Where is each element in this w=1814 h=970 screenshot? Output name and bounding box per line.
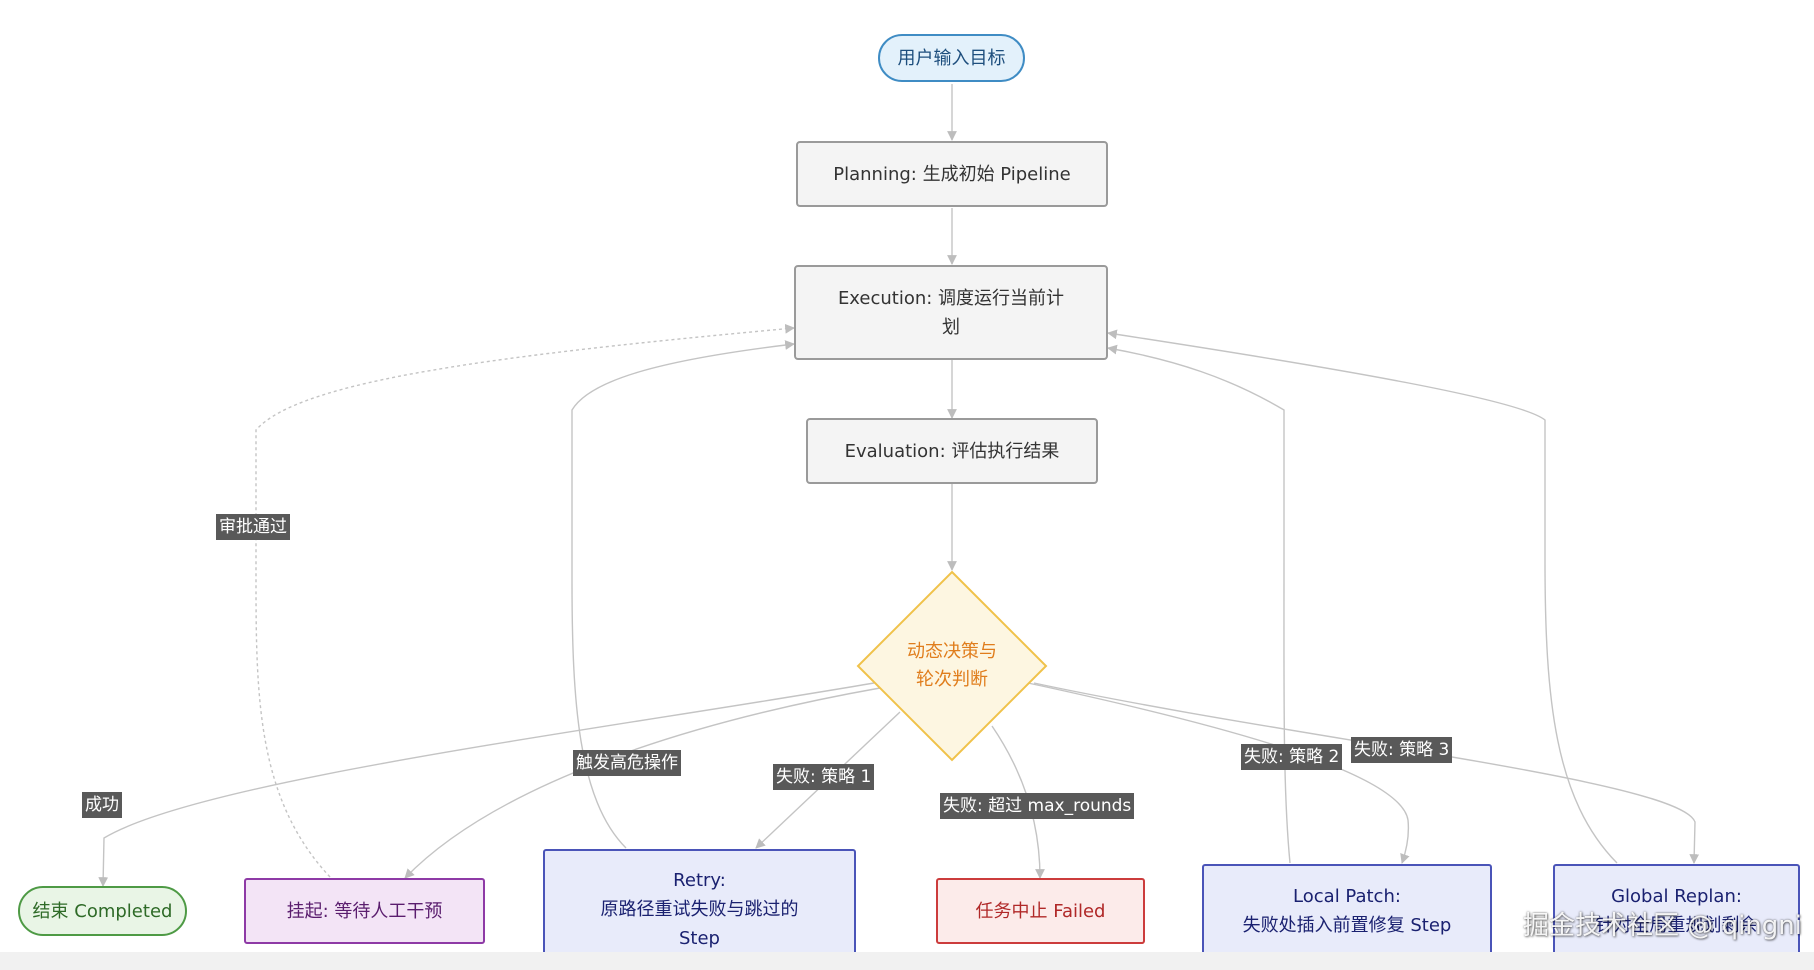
edge-decision-localpatch — [1027, 682, 1410, 864]
node-retry: Retry: 原路径重试失败与跳过的 Step — [543, 849, 856, 970]
edge-label-success: 成功 — [82, 792, 122, 818]
node-local-patch: Local Patch: 失败处插入前置修复 Step — [1202, 864, 1492, 958]
node-evaluation: Evaluation: 评估执行结果 — [806, 418, 1098, 484]
node-execution-label: Execution: 调度运行当前计 划 — [837, 287, 1065, 338]
edge-decision-completed — [98, 682, 875, 887]
node-execution: Execution: 调度运行当前计 划 — [794, 265, 1108, 360]
bottom-strip — [0, 952, 1814, 970]
edge-localpatch-execution — [1107, 344, 1291, 864]
node-completed-label: 结束 Completed — [32, 900, 173, 922]
decision-diamond — [856, 570, 1048, 762]
node-start-label: 用户输入目标 — [897, 47, 1006, 69]
watermark: 掘金技术社区 @ qingni — [1523, 911, 1802, 941]
node-planning: Planning: 生成初始 Pipeline — [796, 141, 1108, 207]
node-global-replan: Global Replan: 针对全局重规划剩余 — [1553, 864, 1800, 958]
edge-decision-globalreplan — [1033, 682, 1700, 864]
edge-label-strategy2: 失败: 策略 2 — [1241, 744, 1343, 770]
node-retry-label: Retry: 原路径重试失败与跳过的 Step — [600, 870, 799, 949]
node-planning-label: Planning: 生成初始 Pipeline — [833, 163, 1071, 185]
node-global-replan-label: Global Replan: 针对全局重规划剩余 — [1595, 886, 1758, 936]
edge-label-strategy1: 失败: 策略 1 — [773, 764, 875, 790]
edge-retry-execution — [571, 340, 795, 849]
node-failed: 任务中止 Failed — [936, 878, 1145, 944]
edge-suspend-execution — [255, 323, 795, 878]
edge-label-max-rounds: 失败: 超过 max_rounds — [940, 793, 1135, 819]
node-decision: 动态决策与 轮次判断 — [872, 626, 1032, 706]
edge-label-strategy3: 失败: 策略 3 — [1351, 737, 1453, 763]
node-start: 用户输入目标 — [878, 34, 1025, 82]
edge-globalreplan-execution — [1107, 329, 1618, 864]
edge-label-high-risk: 触发高危操作 — [573, 750, 681, 776]
node-decision-label: 动态决策与 轮次判断 — [907, 641, 997, 690]
node-completed: 结束 Completed — [18, 886, 187, 936]
node-evaluation-label: Evaluation: 评估执行结果 — [844, 440, 1060, 462]
node-failed-label: 任务中止 Failed — [975, 900, 1106, 922]
node-suspend-label: 挂起: 等待人工干预 — [286, 900, 443, 922]
node-local-patch-label: Local Patch: 失败处插入前置修复 Step — [1242, 886, 1452, 936]
node-suspend: 挂起: 等待人工干预 — [244, 878, 485, 944]
edge-label-approve: 审批通过 — [216, 514, 290, 540]
